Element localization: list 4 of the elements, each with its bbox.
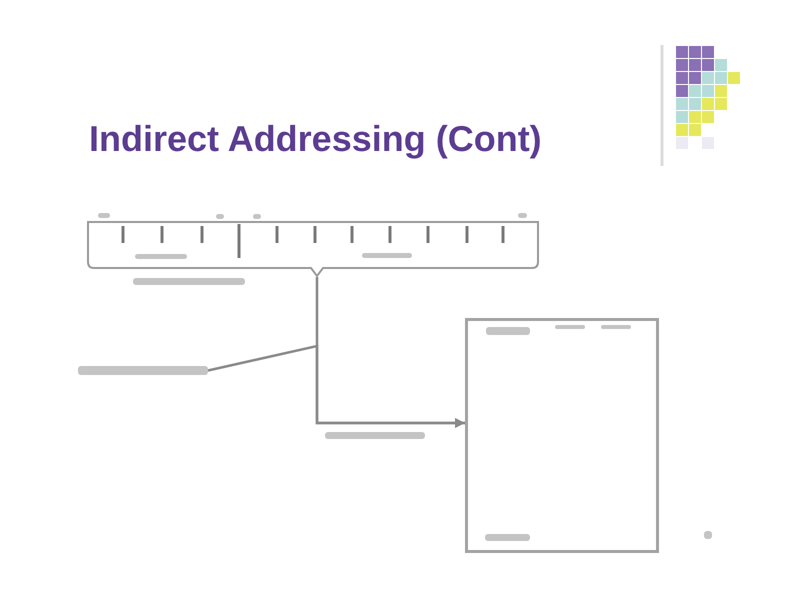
arrow xyxy=(208,344,465,428)
large-frame xyxy=(465,318,659,553)
slide-title: Indirect Addressing (Cont) xyxy=(89,117,542,161)
blurred-text xyxy=(78,366,208,375)
